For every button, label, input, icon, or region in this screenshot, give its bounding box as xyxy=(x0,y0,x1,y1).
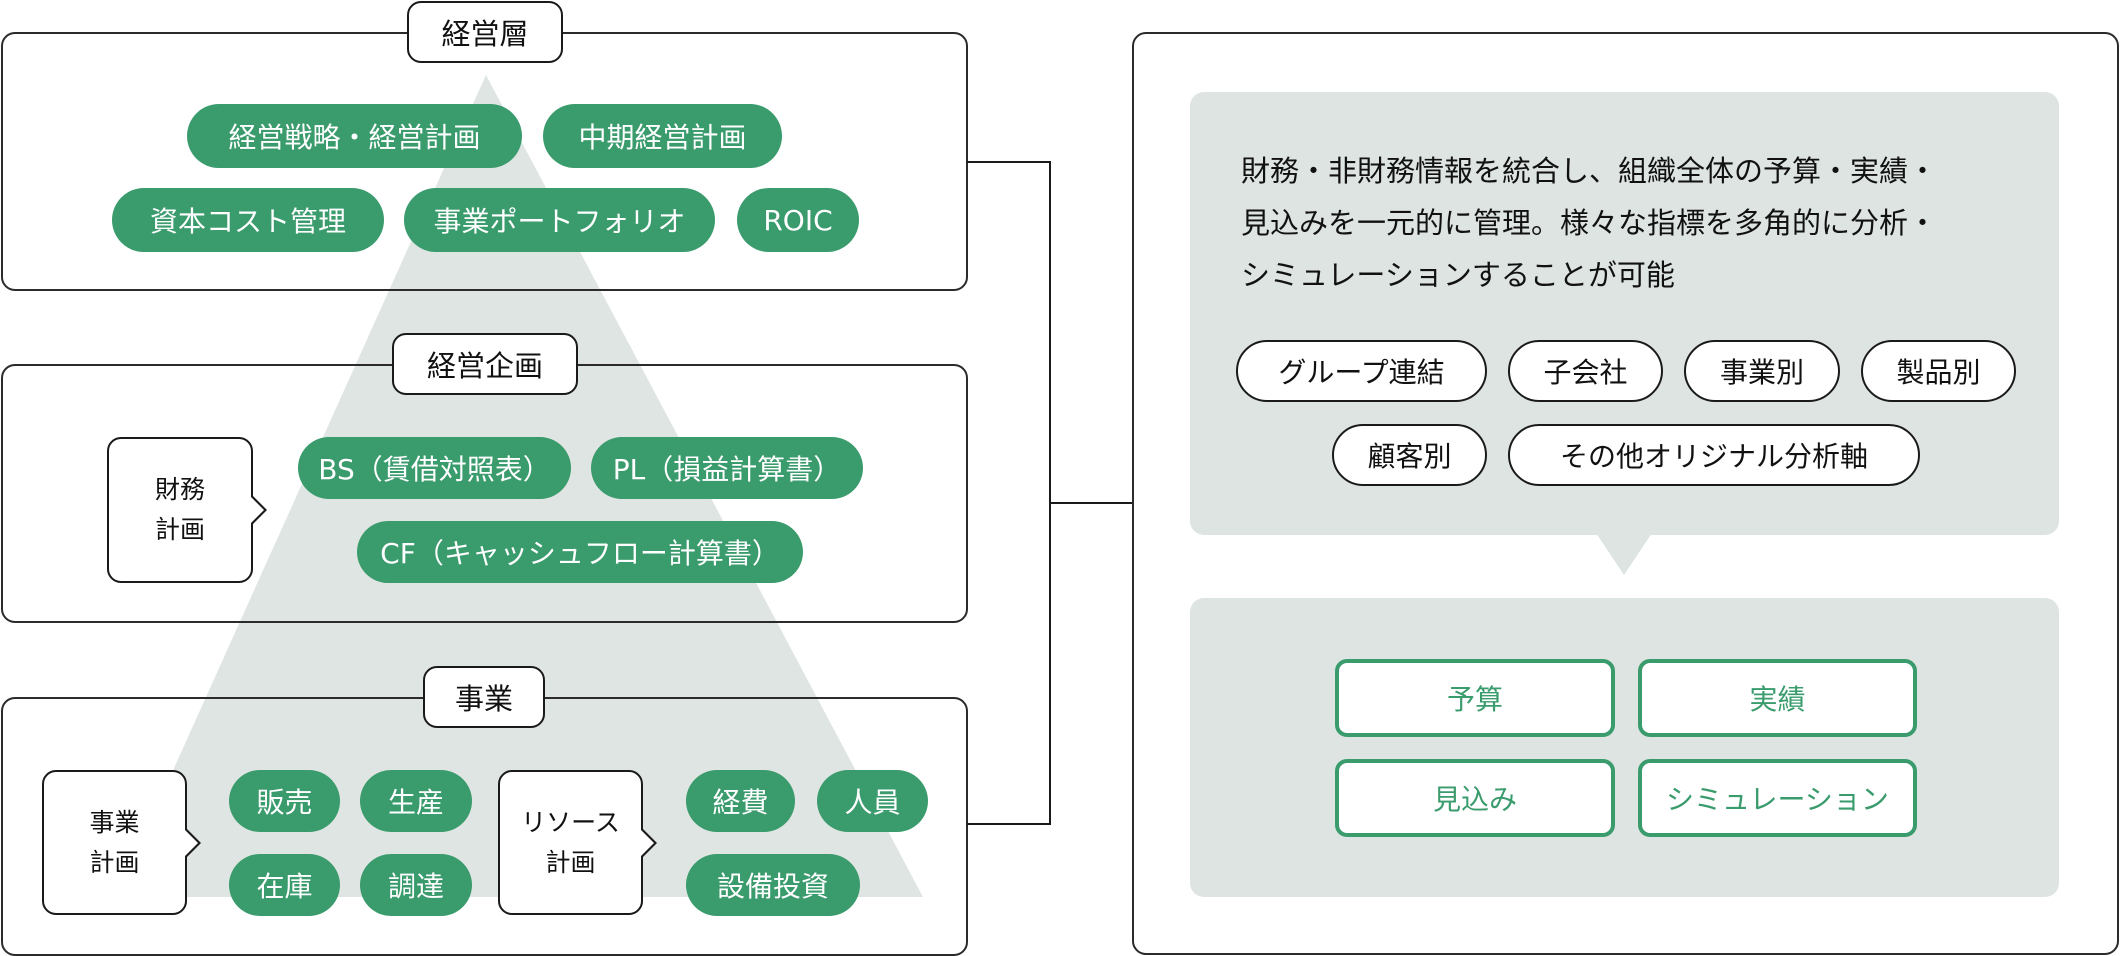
callout-line: 財務 xyxy=(154,475,205,504)
functions-panel xyxy=(1190,598,2059,897)
connector-top xyxy=(967,161,1051,163)
axis-subsidiary: 子会社 xyxy=(1508,340,1663,402)
callout-line: 計画 xyxy=(545,847,596,877)
description-line: シミュレーションすることが可能 xyxy=(1241,258,1675,292)
axis-group-consolidated: グループ連結 xyxy=(1236,340,1487,402)
item-business-portfolio: 事業ポートフォリオ xyxy=(404,188,715,252)
callout-line: 計画 xyxy=(89,847,140,877)
item-inventory: 在庫 xyxy=(229,854,340,916)
axis-by-customer: 顧客別 xyxy=(1332,424,1487,486)
item-expenses: 経費 xyxy=(686,770,795,832)
item-capex: 設備投資 xyxy=(686,854,860,916)
management-layer-title: 経営層 xyxy=(407,1,563,63)
resource-plan-callout: リソース 計画 xyxy=(498,770,657,915)
description-line: 財務・非財務情報を統合し、組織全体の予算・実績・ xyxy=(1241,154,1938,188)
function-simulation: シミュレーション xyxy=(1638,759,1917,837)
item-sales: 販売 xyxy=(229,770,340,832)
callout-line: 計画 xyxy=(154,515,205,544)
business-plan-callout: 事業 計画 xyxy=(42,770,201,915)
item-personnel: 人員 xyxy=(817,770,928,832)
item-roic: ROIC xyxy=(737,188,859,252)
item-bs: BS（賃借対照表） xyxy=(298,437,571,499)
right-panel-frame xyxy=(1132,32,2119,955)
item-production: 生産 xyxy=(360,770,472,832)
financial-plan-callout: 財務 計画 xyxy=(107,437,267,583)
item-cf: CF（キャッシュフロー計算書） xyxy=(357,521,803,583)
connector-middle xyxy=(1049,502,1133,504)
business-layer-title: 事業 xyxy=(423,666,545,728)
item-strategy-plan: 経営戦略・経営計画 xyxy=(187,104,522,168)
function-budget: 予算 xyxy=(1335,659,1615,737)
connector-vertical xyxy=(1049,161,1051,825)
item-capital-cost: 資本コスト管理 xyxy=(112,188,384,252)
connector-bottom xyxy=(967,823,1051,825)
description-panel-pointer xyxy=(1596,533,1652,575)
item-midterm-plan: 中期経営計画 xyxy=(543,104,782,168)
axis-other-custom: その他オリジナル分析軸 xyxy=(1508,424,1920,486)
function-actual: 実績 xyxy=(1638,659,1917,737)
planning-layer-title: 経営企画 xyxy=(392,333,578,395)
callout-line: 事業 xyxy=(89,807,140,837)
description-line: 見込みを一元的に管理。様々な指標を多角的に分析・ xyxy=(1241,206,1938,240)
axis-by-product: 製品別 xyxy=(1861,340,2016,402)
callout-line: リソース xyxy=(521,807,620,837)
axis-by-business: 事業別 xyxy=(1684,340,1840,402)
description-text: 財務・非財務情報を統合し、組織全体の予算・実績・ 見込みを一元的に管理。様々な指… xyxy=(1241,145,2041,301)
item-pl: PL（損益計算書） xyxy=(591,437,863,499)
item-procurement: 調達 xyxy=(360,854,472,916)
function-forecast: 見込み xyxy=(1335,759,1615,837)
